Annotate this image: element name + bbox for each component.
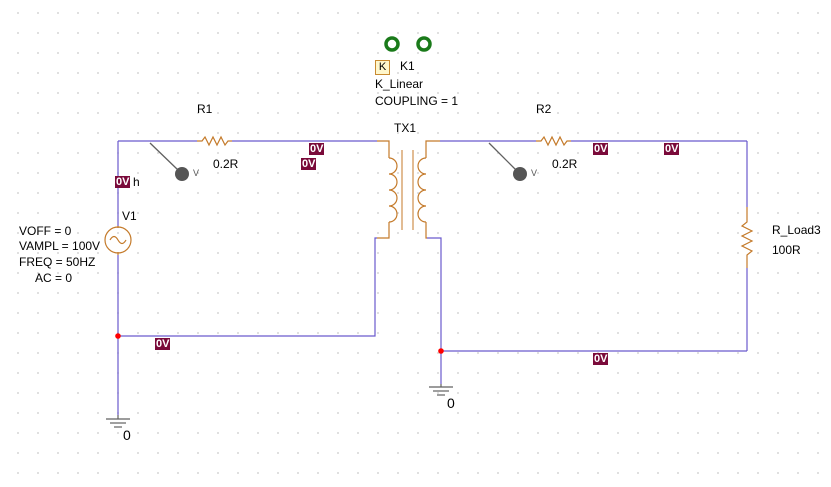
wires-right — [427, 140, 748, 384]
transformer-tx1 — [377, 140, 440, 239]
r2-name[interactable]: R2 — [536, 102, 552, 116]
ground-right-label: 0 — [447, 395, 455, 411]
voltage-tag-right-top[interactable]: 0V — [664, 143, 680, 155]
k-component-icon[interactable]: K — [375, 60, 390, 75]
resistor-rload — [740, 207, 754, 268]
voltage-tag-r1-right-a[interactable]: 0V — [309, 143, 325, 155]
k-coupling[interactable]: COUPLING = 1 — [375, 94, 459, 108]
voltage-tag-left-bottom[interactable]: 0V — [155, 338, 171, 350]
junction-left — [115, 333, 121, 339]
voltage-tag-right-bottom[interactable]: 0V — [593, 353, 609, 365]
probe-left-letter: V — [193, 168, 200, 178]
k-model[interactable]: K_Linear — [375, 77, 424, 91]
voltage-tag-v1-top[interactable]: 0V — [115, 176, 131, 188]
ground-right — [429, 384, 453, 396]
wires-left — [117, 140, 377, 415]
rload-value[interactable]: 100R — [772, 243, 801, 257]
voltage-tag-suffix: h — [133, 175, 140, 189]
voltage-probe-left — [149, 142, 189, 181]
v1-param-freq[interactable]: FREQ = 50HZ — [19, 255, 96, 269]
resistor-r1 — [197, 135, 232, 147]
ground-left-label: 0 — [123, 427, 131, 443]
r1-name[interactable]: R1 — [197, 102, 213, 116]
wire-tx-left-bottom — [118, 237, 377, 337]
wire-tx-right-bottom — [427, 237, 442, 384]
voltage-source-v1 — [104, 226, 132, 255]
v1-param-vampl[interactable]: VAMPL = 100V — [19, 239, 101, 253]
resistor-r2 — [536, 135, 571, 147]
r1-value[interactable]: 0.2R — [213, 157, 239, 171]
junction-right — [438, 348, 444, 354]
v1-param-voff[interactable]: VOFF = 0 — [19, 224, 72, 238]
ground-left — [106, 415, 130, 428]
tx-name[interactable]: TX1 — [394, 121, 417, 135]
v1-param-ac[interactable]: AC = 0 — [35, 271, 73, 285]
rload-name[interactable]: R_Load3 — [772, 223, 821, 237]
voltage-tag-r2-right[interactable]: 0V — [593, 143, 609, 155]
coupling-markers — [384, 36, 432, 52]
voltage-probe-right — [488, 142, 527, 181]
probe-right-letter: V — [531, 168, 538, 178]
k-name[interactable]: K1 — [400, 59, 415, 73]
r2-value[interactable]: 0.2R — [552, 157, 578, 171]
v1-name[interactable]: V1 — [122, 209, 137, 223]
voltage-tag-r1-right-b[interactable]: 0V — [301, 158, 317, 170]
